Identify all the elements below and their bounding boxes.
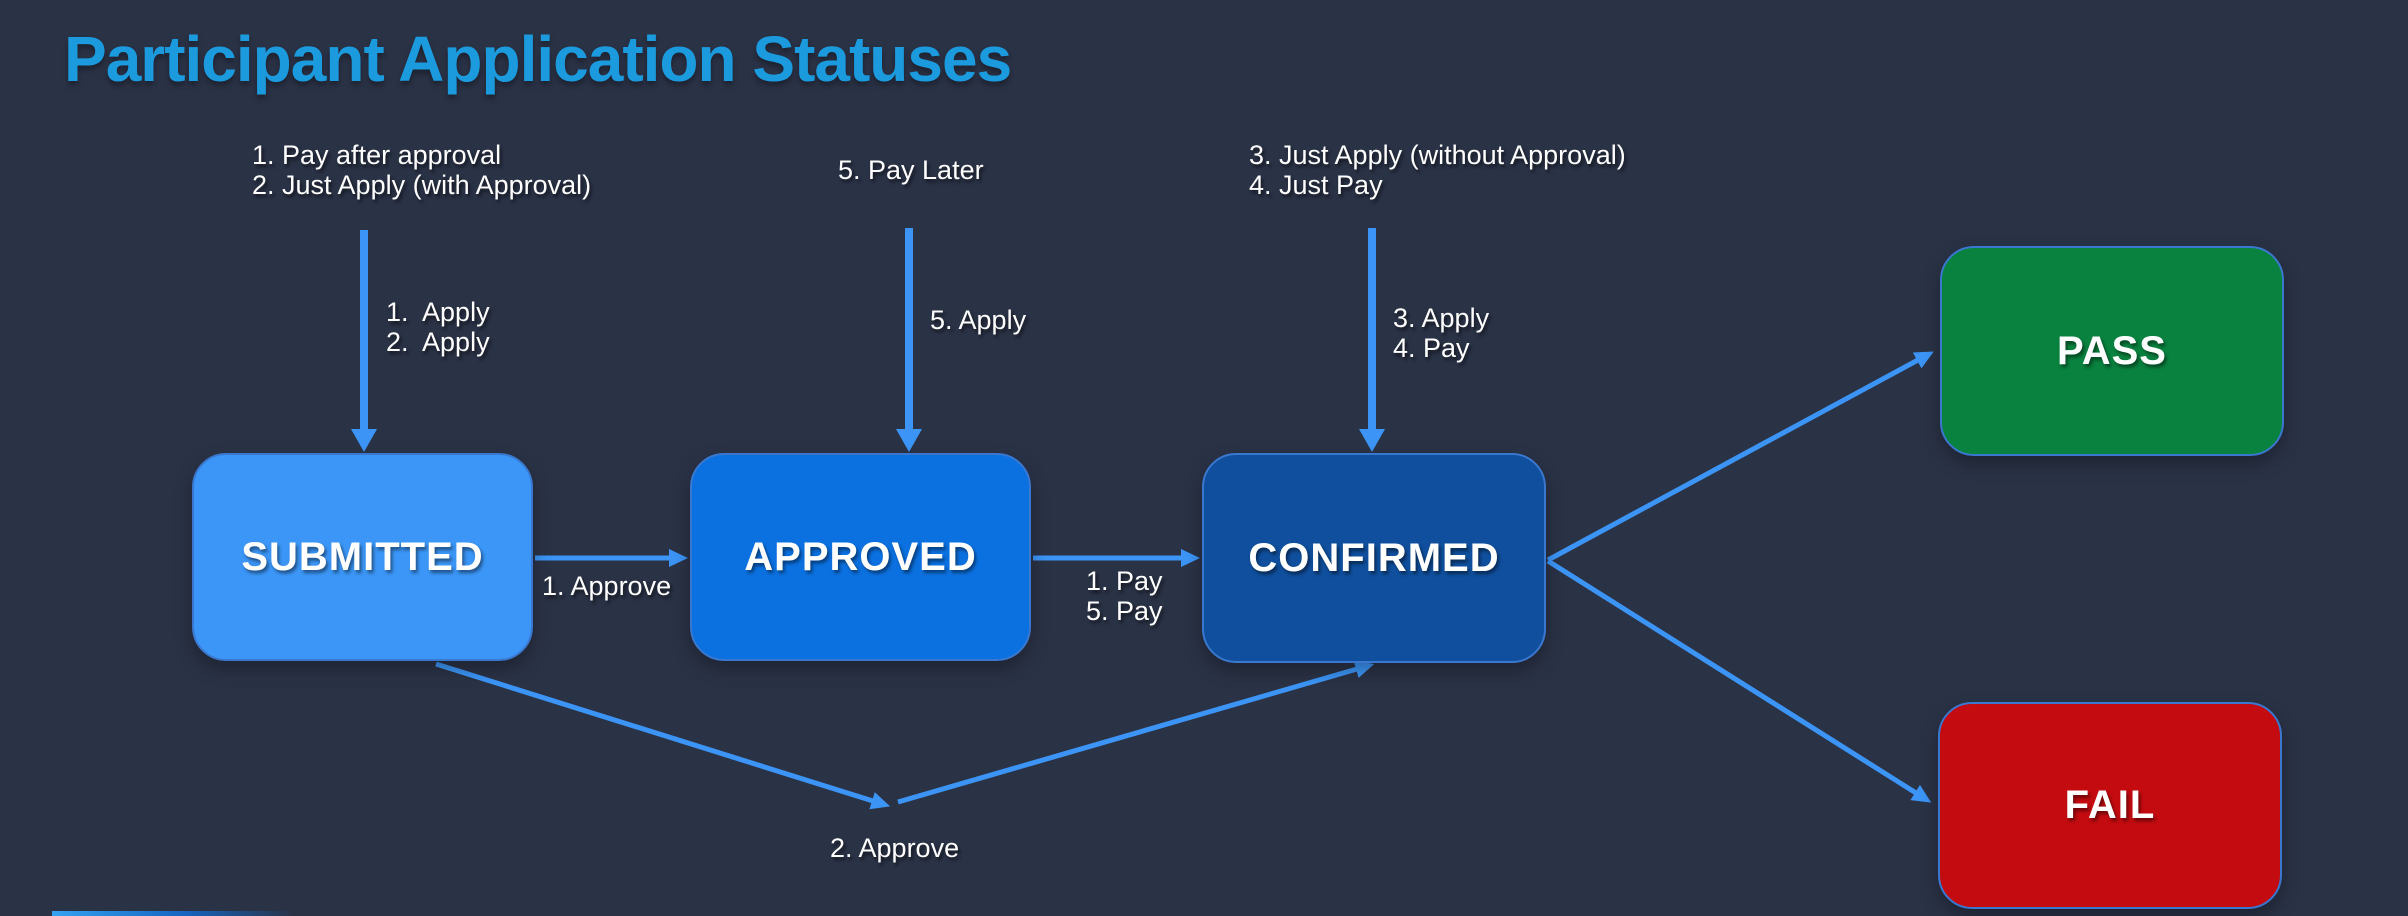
label-edge-approved-confirmed: 1. Pay 5. Pay bbox=[1086, 566, 1163, 626]
bottom-accent-bar bbox=[52, 911, 294, 916]
state-box-submitted: SUBMITTED bbox=[192, 453, 533, 661]
arrow-submitted-to-vertex bbox=[435, 661, 891, 810]
label-submitted-methods: 1. Pay after approval 2. Just Apply (wit… bbox=[252, 140, 592, 200]
arrow-vertex-to-confirmed bbox=[897, 660, 1375, 805]
state-box-approved: APPROVED bbox=[690, 453, 1031, 661]
state-box-confirmed: CONFIRMED bbox=[1202, 453, 1546, 663]
label-approved-methods: 5. Pay Later bbox=[838, 155, 984, 185]
state-box-pass: PASS bbox=[1940, 246, 2284, 456]
label-edge-submitted-approved: 1. Approve bbox=[542, 571, 672, 601]
label-submitted-actions: 1. Apply 2. Apply bbox=[386, 297, 490, 357]
label-confirmed-actions: 3. Apply 4. Pay bbox=[1393, 303, 1490, 363]
label-edge-submitted-confirmed: 2. Approve bbox=[830, 833, 960, 863]
label-confirmed-methods: 3. Just Apply (without Approval) 4. Just… bbox=[1249, 140, 1626, 200]
page-title: Participant Application Statuses bbox=[64, 23, 1012, 95]
label-approved-actions: 5. Apply bbox=[930, 305, 1027, 335]
arrow-confirmed-to-pass bbox=[1546, 351, 1934, 563]
arrow-confirmed-to-fail bbox=[1546, 558, 1932, 803]
state-box-fail: FAIL bbox=[1938, 702, 2282, 909]
